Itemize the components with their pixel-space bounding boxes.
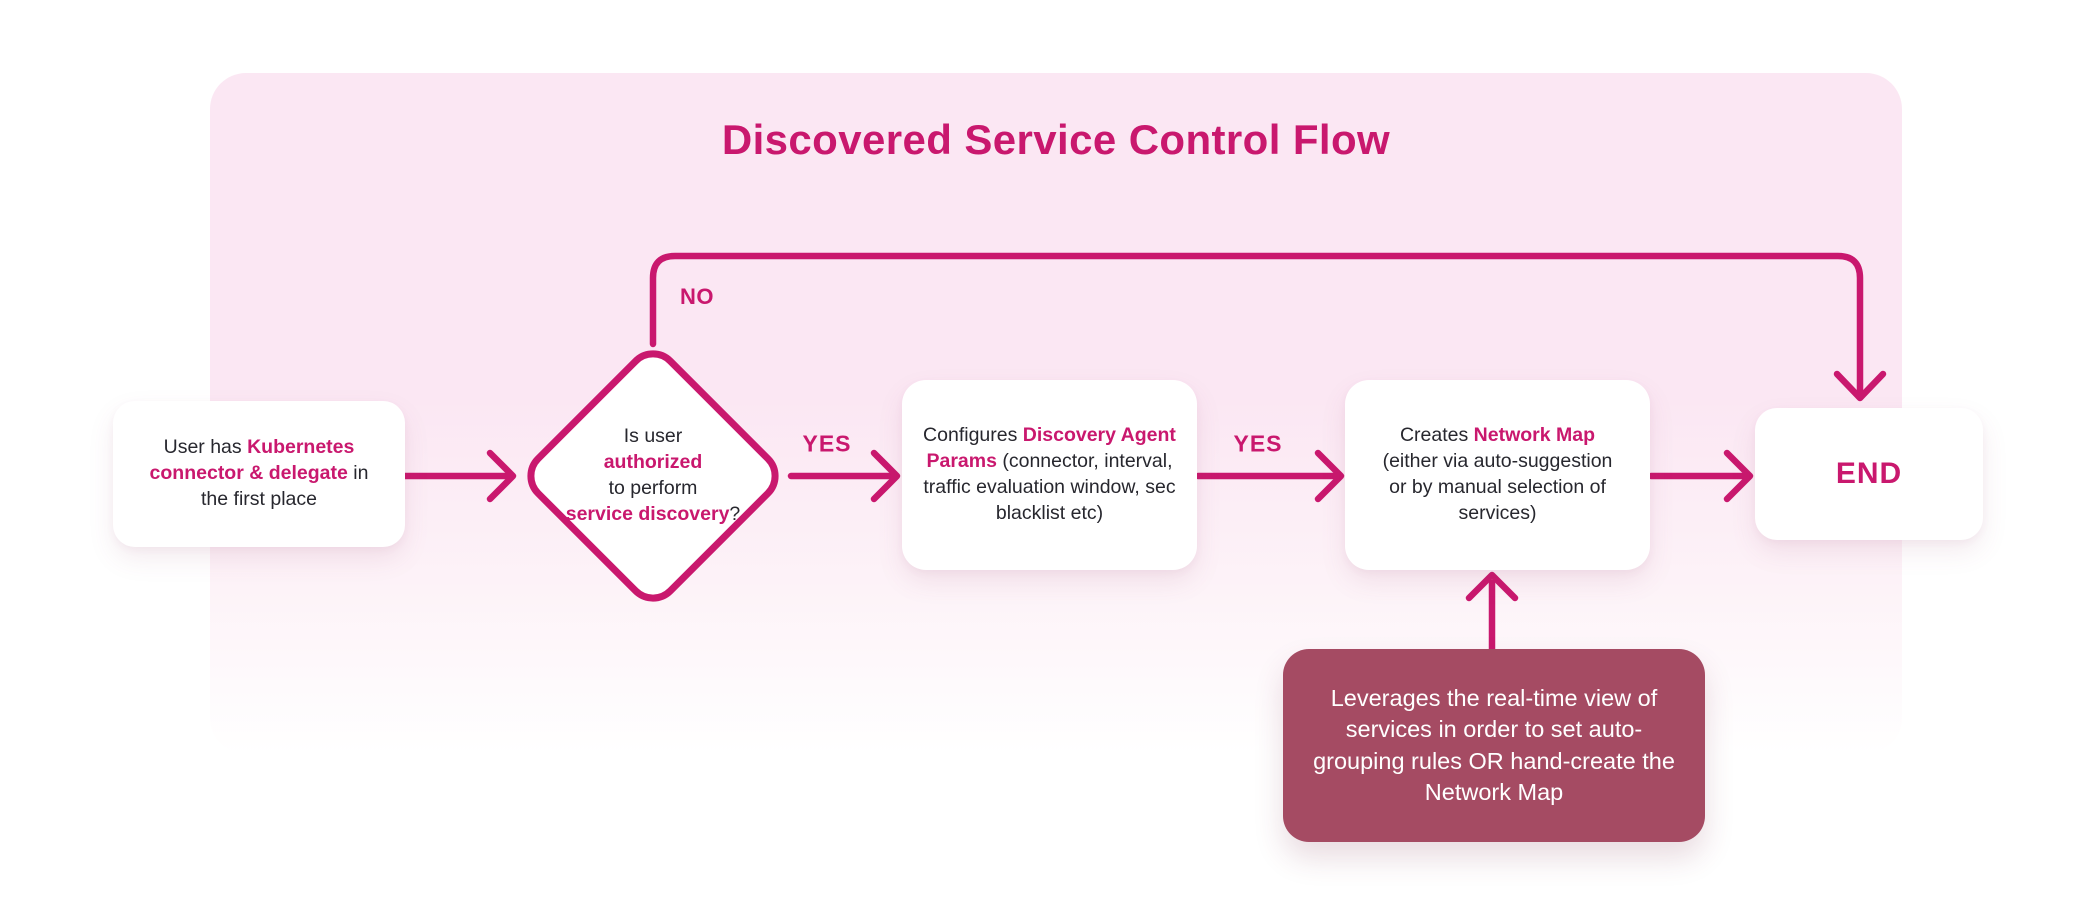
edge-label-yes-2: YES xyxy=(1233,430,1283,457)
node-start: User has Kubernetes connector & delegate… xyxy=(113,401,405,547)
node-end: END xyxy=(1755,408,1983,540)
edge-label-no: NO xyxy=(680,284,714,309)
note-text: Leverages the real-time view of services… xyxy=(1313,685,1675,805)
node-create-network-map: Creates Network Map (either via auto-sug… xyxy=(1345,380,1650,570)
node-configure-params: Configures Discovery Agent Params (conne… xyxy=(902,380,1197,570)
node-start-text: User has Kubernetes connector & delegate… xyxy=(149,436,369,510)
note-box: Leverages the real-time view of services… xyxy=(1283,649,1705,842)
diagram-title: Discovered Service Control Flow xyxy=(721,116,1391,163)
node-configure-text: Configures Discovery Agent Params (conne… xyxy=(923,424,1176,524)
node-create-text: Creates Network Map (either via auto-sug… xyxy=(1382,424,1613,524)
edge-label-yes-1: YES xyxy=(802,430,852,457)
node-end-label: END xyxy=(1835,457,1903,490)
